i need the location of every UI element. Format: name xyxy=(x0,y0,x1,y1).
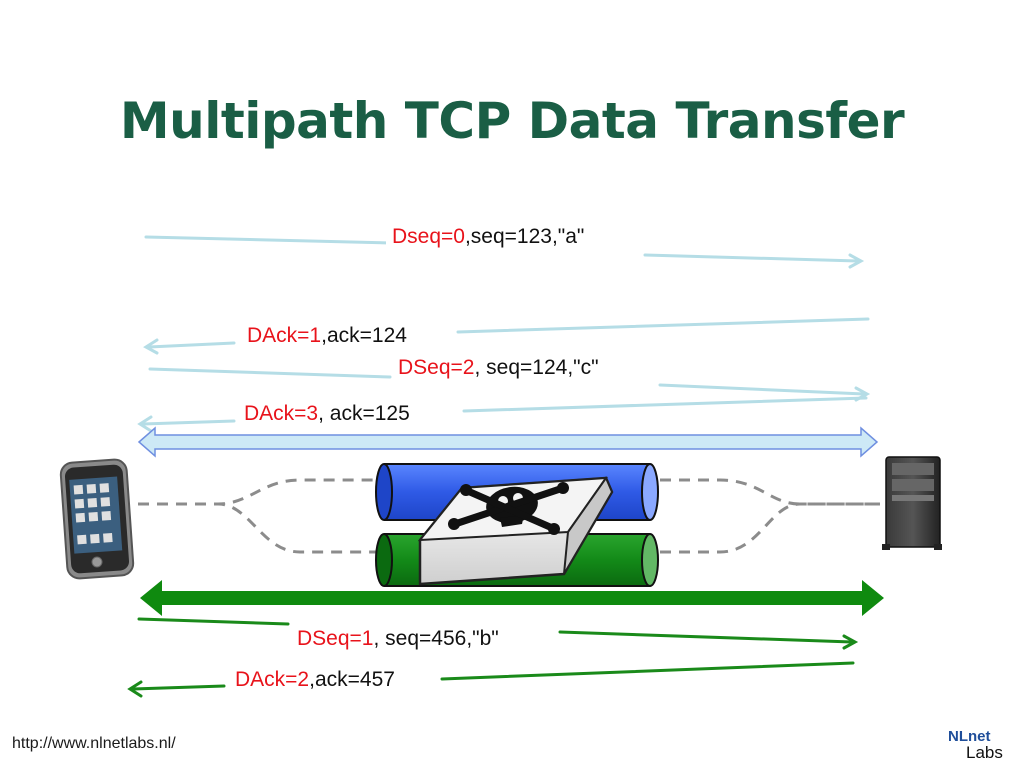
footer-url[interactable]: http://www.nlnetlabs.nl/ xyxy=(12,735,176,752)
seq-value: , seq=456,"b" xyxy=(373,627,499,650)
upper-message-arrows xyxy=(137,235,871,433)
ack-value: , ack=125 xyxy=(318,402,410,425)
ack-value: ,ack=124 xyxy=(321,324,407,347)
lower-message-arrows xyxy=(127,617,859,698)
page-title: Multipath TCP Data Transfer xyxy=(119,92,905,150)
dseq-value: DSeq=2 xyxy=(398,356,475,379)
smartphone-icon xyxy=(59,458,135,580)
arrow-dack1-right xyxy=(456,317,870,334)
dack-value: DAck=2 xyxy=(235,668,310,691)
arrowhead-dseq1 xyxy=(842,634,859,650)
message-label-dack1: DAck=1,ack=124 xyxy=(241,322,413,350)
arrowhead-dseq0 xyxy=(848,253,865,269)
seq-value: ,seq=123,"a" xyxy=(464,225,585,248)
message-label-dseq0: Dseq=0,seq=123,"a" xyxy=(386,223,591,251)
middlebox-skull-icon xyxy=(417,475,614,586)
arrow-dseq2-right xyxy=(658,383,866,396)
arrow-dack3-left xyxy=(141,419,236,426)
network-paths xyxy=(138,478,880,554)
arrow-dseq0-left xyxy=(144,235,392,245)
arrow-dseq2-left xyxy=(148,367,392,379)
message-label-dack2: DAck=2,ack=457 xyxy=(229,666,401,694)
arrowhead-dack2 xyxy=(127,680,143,698)
dack-value: DAck=1 xyxy=(247,324,322,347)
seq-value: , seq=124,"c" xyxy=(474,356,599,379)
logo-labs: Labs xyxy=(966,743,1003,762)
arrow-dack3-right xyxy=(462,396,868,413)
blue-subflow-arrow xyxy=(137,426,879,458)
server-icon xyxy=(882,456,942,550)
arrowhead-dack1 xyxy=(143,338,159,355)
arrow-dack1-left xyxy=(147,341,236,349)
dseq-value: DSeq=1 xyxy=(297,627,374,650)
arrow-dseq1-right xyxy=(558,630,854,644)
message-label-dseq1: DSeq=1, seq=456,"b" xyxy=(291,625,505,653)
dack-value: DAck=3 xyxy=(244,402,319,425)
dseq-value: Dseq=0 xyxy=(392,225,465,248)
ack-value: ,ack=457 xyxy=(309,668,395,691)
message-label-dack3: DAck=3, ack=125 xyxy=(238,400,416,428)
arrowhead-dack3 xyxy=(137,415,153,433)
arrow-dseq1-left xyxy=(137,617,290,626)
arrow-dack2-left xyxy=(131,684,226,691)
message-label-dseq2: DSeq=2, seq=124,"c" xyxy=(392,354,605,382)
green-subflow-arrow xyxy=(140,580,884,616)
nlnetlabs-logo: NLnet Labs xyxy=(944,728,1014,764)
arrow-dseq0-right xyxy=(643,253,860,263)
logo-nlnet: NLnet xyxy=(948,728,991,745)
arrow-dack2-right xyxy=(440,661,855,681)
